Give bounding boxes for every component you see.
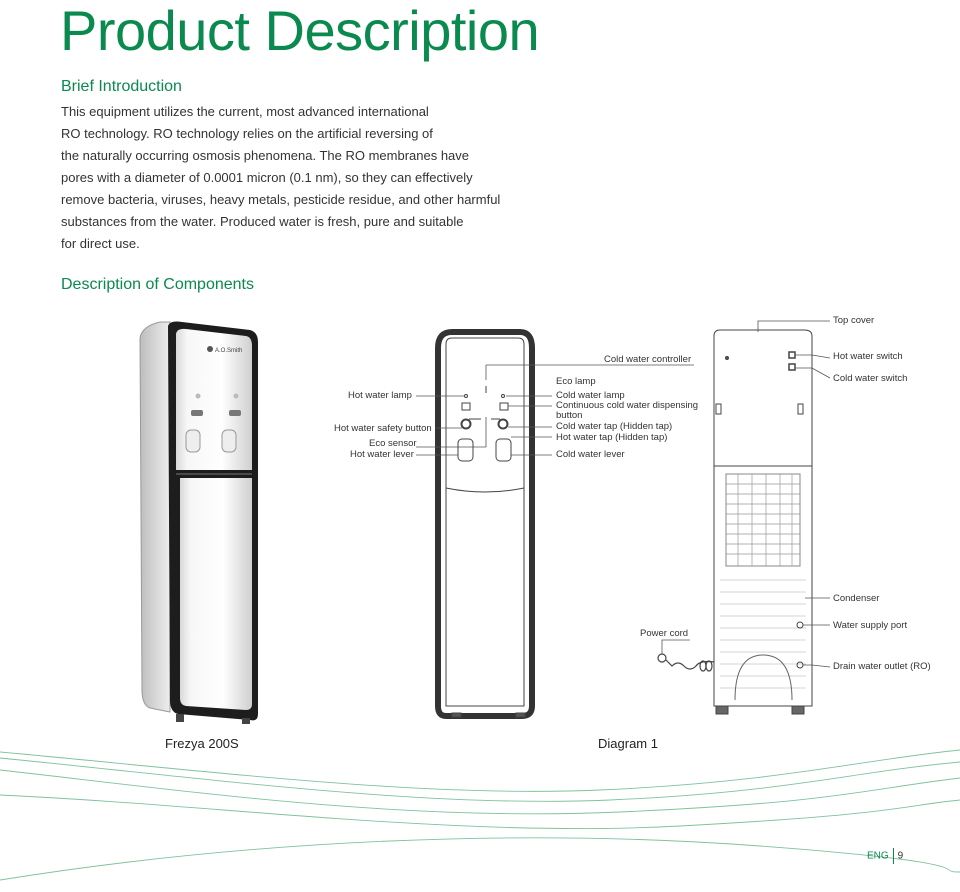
label-top-cover: Top cover xyxy=(833,315,875,326)
footer-language: ENG xyxy=(867,850,889,862)
page-footer: ENG 9 xyxy=(867,848,903,864)
caption-diagram: Diagram 1 xyxy=(598,736,658,751)
back-diagram xyxy=(713,329,813,715)
caption-product: Frezya 200S xyxy=(165,736,239,751)
intro-line: pores with a diameter of 0.0001 micron (… xyxy=(61,170,473,185)
label-cold-water-lever: Cold water lever xyxy=(556,449,625,460)
intro-heading: Brief Introduction xyxy=(61,78,182,95)
label-continuous-dispensing-button: Continuous cold water dispensing xyxy=(556,400,699,411)
label-water-supply-port: Water supply port xyxy=(833,620,908,631)
label-hot-water-switch: Hot water switch xyxy=(833,351,903,362)
label-drain-water-outlet: Drain water outlet (RO) xyxy=(833,661,931,672)
label-hot-water-tap: Hot water tap (Hidden tap) xyxy=(556,432,668,443)
label-cold-water-controller: Cold water controller xyxy=(604,354,692,365)
front-diagram xyxy=(435,329,535,719)
intro-line: This equipment utilizes the current, mos… xyxy=(61,104,429,119)
decorative-waves xyxy=(0,749,960,881)
brand-logo: A.O.Smith xyxy=(207,346,242,354)
back-leader-lines xyxy=(661,320,831,668)
product-render: A.O.Smith xyxy=(139,321,258,724)
front-leader-lines xyxy=(416,364,694,456)
label-cold-water-tap: Cold water tap (Hidden tap) xyxy=(556,421,673,432)
label-hot-water-safety-button: Hot water safety button xyxy=(334,423,432,434)
page-title: Product Description xyxy=(60,0,540,62)
brand-logo-text: A.O.Smith xyxy=(215,348,242,354)
intro-line: substances from the water. Produced wate… xyxy=(61,214,464,229)
label-cold-water-lamp: Cold water lamp xyxy=(556,390,625,401)
intro-line: RO technology. RO technology relies on t… xyxy=(61,126,433,141)
page-number: 9 xyxy=(897,850,904,862)
label-hot-water-lever: Hot water lever xyxy=(350,449,414,460)
intro-line: for direct use. xyxy=(61,236,140,251)
power-cord xyxy=(657,653,715,672)
intro-line: the naturally occurring osmosis phenomen… xyxy=(61,148,470,163)
footer-divider xyxy=(892,848,894,864)
label-power-cord: Power cord xyxy=(640,628,689,639)
label-eco-sensor: Eco sensor xyxy=(369,438,417,449)
intro-paragraph: This equipment utilizes the current, mos… xyxy=(61,101,501,255)
intro-line: remove bacteria, viruses, heavy metals, … xyxy=(61,192,501,207)
label-condenser: Condenser xyxy=(833,593,880,604)
label-cold-water-switch: Cold water switch xyxy=(833,373,908,384)
label-eco-lamp: Eco lamp xyxy=(556,376,596,387)
label-continuous-dispensing-button-cont: button xyxy=(556,410,583,421)
label-hot-water-lamp: Hot water lamp xyxy=(348,390,412,401)
components-heading: Description of Components xyxy=(61,276,254,293)
